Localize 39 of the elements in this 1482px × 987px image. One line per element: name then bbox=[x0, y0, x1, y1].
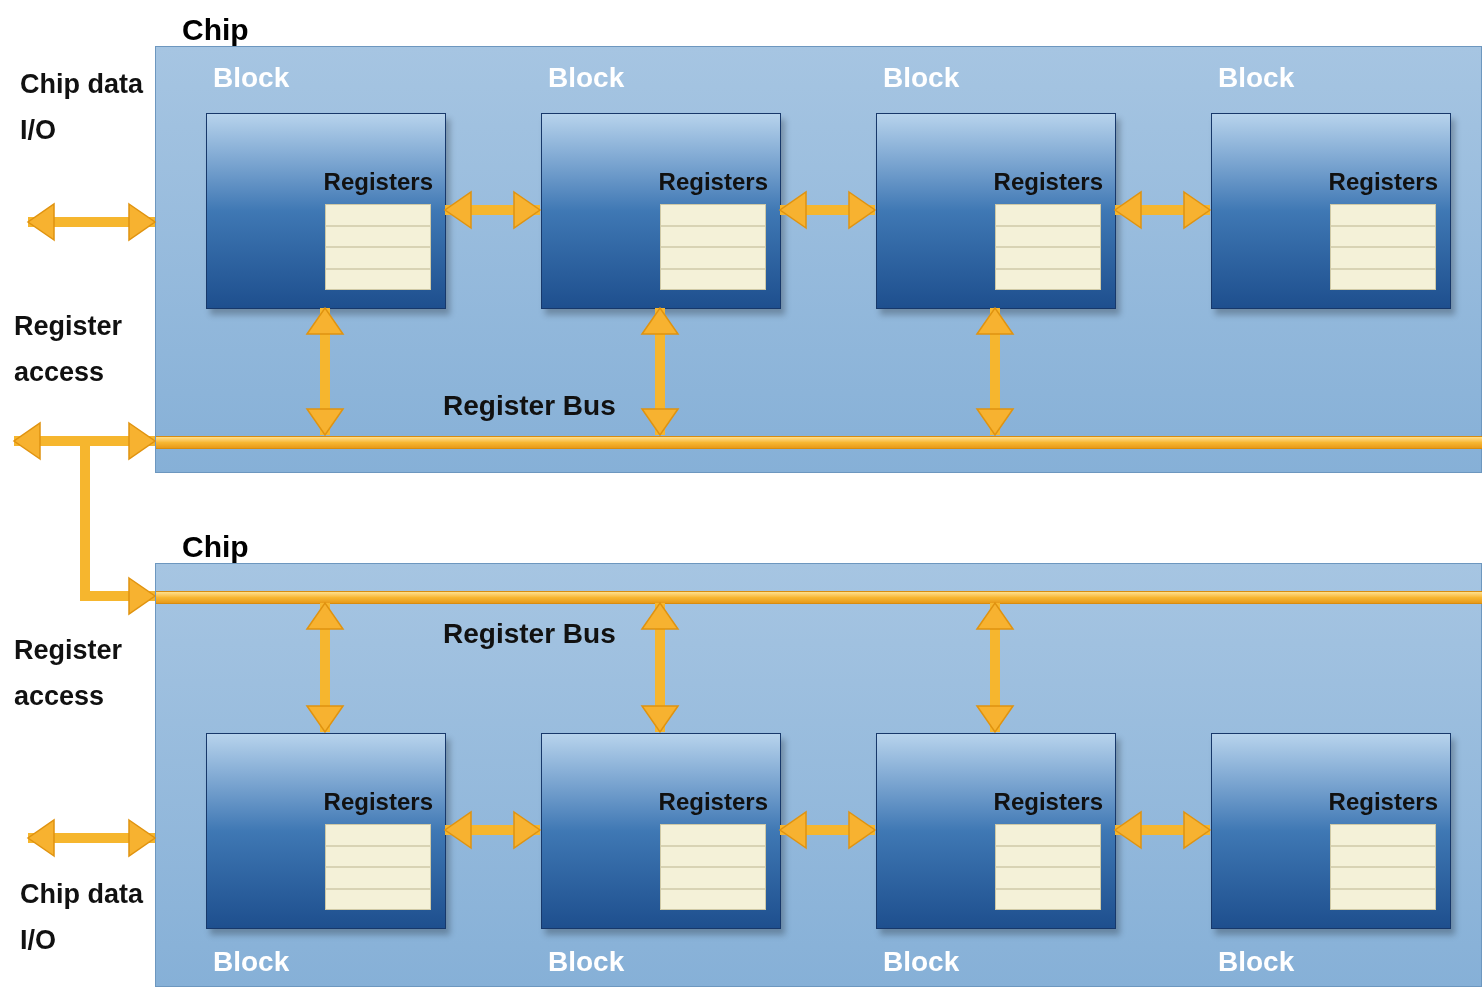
double-arrow bbox=[779, 191, 876, 229]
block-heading: Block bbox=[213, 948, 290, 976]
block-heading: Block bbox=[883, 64, 960, 92]
registers-label: Registers bbox=[1328, 790, 1438, 814]
double-arrow bbox=[1114, 811, 1211, 849]
block-heading: Block bbox=[548, 948, 625, 976]
bus-label: Register Bus bbox=[443, 392, 616, 420]
chip-heading: Chip bbox=[182, 15, 249, 45]
side-label: Register access bbox=[14, 310, 124, 389]
side-label: Chip data I/O bbox=[20, 878, 145, 957]
double-arrow bbox=[444, 191, 541, 229]
double-arrow bbox=[306, 307, 344, 436]
block-heading: Block bbox=[213, 64, 290, 92]
double-arrow bbox=[444, 811, 541, 849]
block-heading: Block bbox=[1218, 64, 1295, 92]
registers-label: Registers bbox=[323, 170, 433, 194]
registers-label: Registers bbox=[1328, 170, 1438, 194]
registers-label: Registers bbox=[993, 790, 1103, 814]
block-heading: Block bbox=[1218, 948, 1295, 976]
registers-label: Registers bbox=[658, 790, 768, 814]
double-arrow bbox=[976, 307, 1014, 436]
bus-label: Register Bus bbox=[443, 620, 616, 648]
registers-label: Registers bbox=[323, 790, 433, 814]
side-label: Register access bbox=[14, 634, 124, 713]
block-heading: Block bbox=[548, 64, 625, 92]
registers-label: Registers bbox=[993, 170, 1103, 194]
registers-label: Registers bbox=[658, 170, 768, 194]
double-arrow bbox=[779, 811, 876, 849]
double-arrow bbox=[1114, 191, 1211, 229]
double-arrow bbox=[13, 422, 156, 460]
double-arrow bbox=[27, 819, 156, 857]
double-arrow bbox=[641, 307, 679, 436]
block-heading: Block bbox=[883, 948, 960, 976]
double-arrow bbox=[27, 203, 156, 241]
double-arrow bbox=[306, 602, 344, 733]
double-arrow bbox=[641, 602, 679, 733]
chip-heading: Chip bbox=[182, 532, 249, 562]
side-label: Chip data I/O bbox=[20, 68, 145, 147]
double-arrow bbox=[976, 602, 1014, 733]
